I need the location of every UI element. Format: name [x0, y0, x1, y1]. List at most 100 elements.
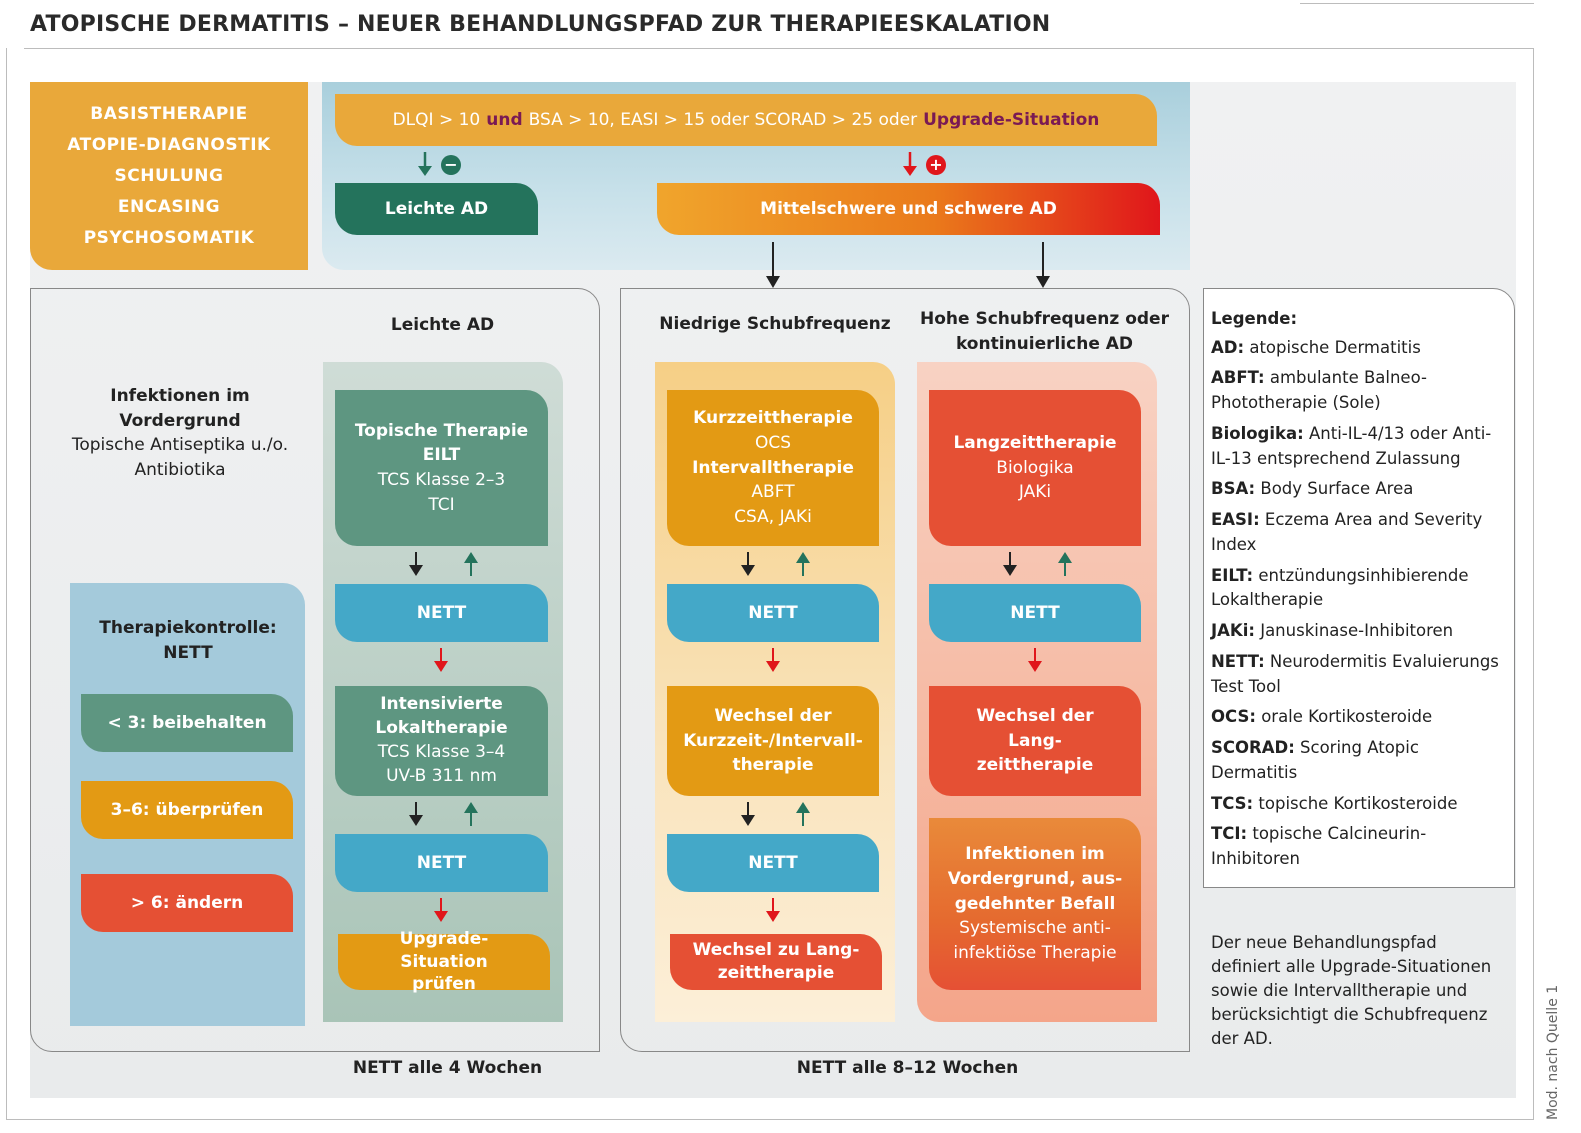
- niedrige-schubfrequenz-heading: Niedrige Schubfrequenz: [659, 314, 891, 334]
- arrow-down-icon: [741, 552, 755, 576]
- topische-therapie-box: Topische Therapie EILT TCS Klasse 2–3 TC…: [335, 390, 548, 546]
- nett-pill: NETT: [929, 584, 1141, 642]
- legend-definition: entzündungsinhibierende Lokaltherapie: [1211, 565, 1469, 610]
- legend-item: EILT: entzündungsinhibierende Lokalthera…: [1211, 564, 1507, 614]
- legend-term: TCI:: [1211, 824, 1248, 844]
- hohe-schubfrequenz-heading: Hohe Schubfrequenz oder kontinuierliche …: [920, 309, 1169, 354]
- mittelschwere-ad-pill: Mittelschwere und schwere AD: [657, 183, 1160, 235]
- legend-definition: Scoring Atopic Dermatitis: [1211, 738, 1419, 782]
- inf-title: Infektionen im Vordergrund, aus-gedehnte…: [947, 844, 1123, 914]
- page-title: ATOPISCHE DERMATITIS – NEUER BEHANDLUNGS…: [30, 12, 1051, 37]
- legend-definition: Anti-IL-4/13 oder Anti-IL-13 entsprechen…: [1211, 423, 1492, 468]
- legend-item: NETT: Neurodermitis Evaluierungs Test To…: [1211, 650, 1507, 700]
- infection-title: Infektionen im Vordergrund: [110, 386, 250, 431]
- legend-term: Biologika:: [1211, 423, 1304, 443]
- basis-item: PSYCHOSOMATIK: [83, 228, 255, 248]
- outer-frame: [6, 48, 1534, 1120]
- intens-title: Intensivierte Lokaltherapie: [375, 694, 508, 739]
- legend-item: TCI: topische Calcineurin-Inhibitoren: [1211, 822, 1507, 872]
- arrow-up-icon: [796, 552, 810, 576]
- legend-term: EILT:: [1211, 565, 1254, 585]
- arrow-down-icon: [766, 898, 780, 922]
- basis-item: ENCASING: [117, 197, 221, 217]
- arrow-up-icon: [796, 802, 810, 826]
- lang-title: Langzeittherapie: [953, 433, 1117, 454]
- criteria-scores: BSA > 10, EASI > 15 oder SCORAD > 25 ode…: [528, 110, 918, 130]
- legend-item: OCS: orale Kortikosteroide: [1211, 705, 1507, 730]
- legend-definition: topische Kortikosteroide: [1258, 793, 1458, 813]
- control-change-pill: > 6: ändern: [81, 874, 293, 932]
- wechsel-zu-langzeit-box: Wechsel zu Lang-zeittherapie: [670, 934, 882, 990]
- legend-item: TCS: topische Kortikosteroide: [1211, 792, 1507, 817]
- left-panel-footer: NETT alle 4 Wochen: [352, 1058, 543, 1078]
- intensivierte-lokaltherapie-box: Intensivierte Lokaltherapie TCS Klasse 3…: [335, 686, 548, 796]
- kurz-line: OCS: [754, 433, 792, 454]
- legend-term: NETT:: [1211, 651, 1265, 671]
- lang-line: JAKi: [1018, 482, 1052, 503]
- legend-term: SCORAD:: [1211, 738, 1295, 758]
- nett-pill: NETT: [667, 584, 879, 642]
- minus-icon: −: [441, 155, 461, 175]
- legend-definition: Neurodermitis Evaluierungs Test Tool: [1211, 651, 1499, 696]
- nett-pill: NETT: [335, 834, 548, 892]
- mid-panel-footer: NETT alle 8–12 Wochen: [796, 1058, 1019, 1078]
- arrow-down-icon: [741, 802, 755, 826]
- arrow-down-icon: [434, 898, 448, 922]
- legend-term: TCS:: [1211, 793, 1254, 813]
- intens-line: TCS Klasse 3–4: [377, 742, 506, 762]
- legend-definition: Body Surface Area: [1260, 479, 1414, 499]
- legend-box: [1203, 288, 1515, 888]
- arrow-down-icon: [418, 152, 432, 176]
- interv-line: CSA, JAKi: [734, 506, 812, 527]
- left-panel-frame: [30, 288, 600, 1052]
- legend-term: BSA:: [1211, 479, 1256, 499]
- legend-definition: atopische Dermatitis: [1249, 337, 1421, 357]
- arrow-down-icon: [766, 648, 780, 672]
- legend-item: Biologika: Anti-IL-4/13 oder Anti-IL-13 …: [1211, 422, 1507, 472]
- infection-text: Topische Antiseptika u./o. Antibiotika: [71, 435, 289, 480]
- topische-sub: EILT: [422, 445, 461, 466]
- mid-panel-frame: [620, 288, 1190, 1052]
- nett-pill: NETT: [335, 584, 548, 642]
- legend-item: SCORAD: Scoring Atopic Dermatitis: [1211, 736, 1507, 786]
- legend-item: JAKi: Januskinase-Inhibitoren: [1211, 619, 1507, 644]
- arrow-down-icon: [409, 552, 423, 576]
- arrow-up-icon: [464, 552, 478, 576]
- therapiekontrolle-title: Therapiekontrolle: NETT: [99, 618, 277, 663]
- arrow-up-icon: [464, 802, 478, 826]
- legend-item: EASI: Eczema Area and Severity Index: [1211, 508, 1507, 558]
- source-note: Mod. nach Quelle 1: [1545, 984, 1561, 1120]
- footnote: Der neue Behandlungspfad definiert alle …: [1211, 933, 1492, 1048]
- arrow-down-icon: [434, 648, 448, 672]
- topische-title: Topische Therapie: [354, 420, 529, 441]
- legend-title: Legende:: [1211, 309, 1298, 328]
- basistherapie-box: BASISTHERAPIE ATOPIE-DIAGNOSTIK SCHULUNG…: [30, 82, 308, 270]
- wechsel-kurzzeit-box: Wechsel der Kurzzeit-/Intervall-therapie: [667, 686, 879, 796]
- legend-definition: Januskinase-Inhibitoren: [1260, 621, 1454, 641]
- nett-pill: NETT: [667, 834, 879, 892]
- title-rule: [24, 48, 1534, 49]
- lang-line: Biologika: [996, 457, 1074, 478]
- basis-item: SCHULUNG: [114, 166, 224, 186]
- upgrade-pruefen-box: Upgrade-Situation prüfen: [338, 929, 550, 994]
- interv-line: ABFT: [751, 482, 795, 503]
- legend-item: AD: atopische Dermatitis: [1211, 336, 1507, 361]
- control-review-pill: 3–6: überprüfen: [81, 781, 293, 839]
- plus-icon: +: [926, 155, 946, 175]
- legend-term: EASI:: [1211, 510, 1260, 530]
- arrow-down-icon: [766, 242, 780, 288]
- legend-definition: topische Calcineurin-Inhibitoren: [1211, 824, 1427, 869]
- left-panel-heading: Leichte AD: [390, 315, 495, 335]
- kurzzeittherapie-box: Kurzzeittherapie OCS Intervalltherapie A…: [667, 390, 879, 546]
- title-rule-top: [1300, 3, 1534, 4]
- topische-line: TCS Klasse 2–3: [377, 470, 506, 490]
- legend-term: AD:: [1211, 337, 1245, 357]
- legend-item: BSA: Body Surface Area: [1211, 477, 1507, 502]
- basis-item: BASISTHERAPIE: [90, 104, 248, 124]
- kurz-title: Kurzzeittherapie: [693, 408, 853, 429]
- intens-line: UV-B 311 nm: [386, 765, 497, 786]
- control-keep-pill: < 3: beibehalten: [81, 694, 293, 752]
- arrow-down-icon: [409, 802, 423, 826]
- legend-definition: ambulante Balneo-Phototherapie (Sole): [1211, 368, 1427, 413]
